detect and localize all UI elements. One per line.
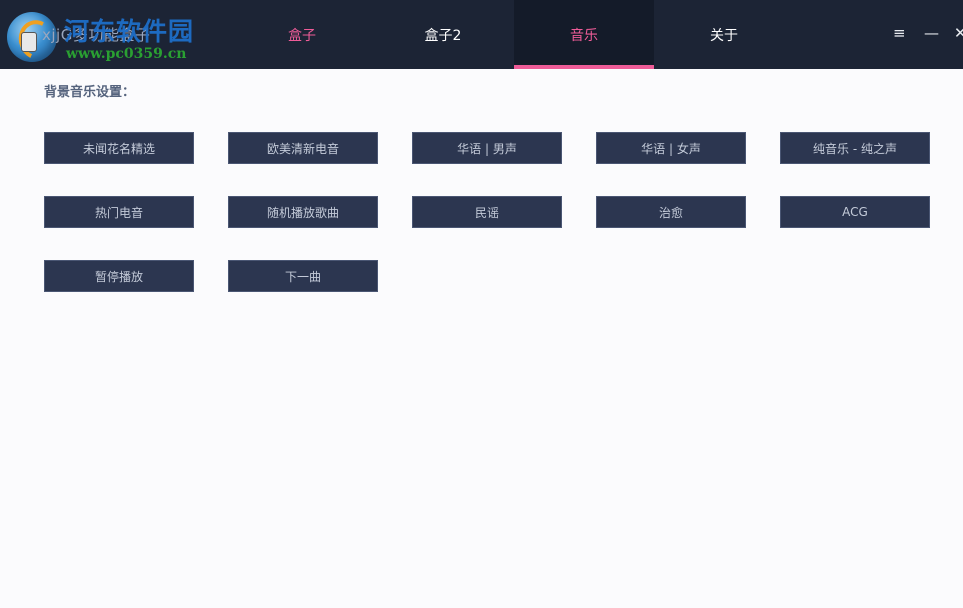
- tab-box2[interactable]: 盒子2: [424, 27, 462, 44]
- menu-icon[interactable]: ≡: [893, 24, 906, 42]
- close-icon[interactable]: ✕: [954, 24, 963, 42]
- app-logo-area: xjjG多功能盒子 河东软件园 www.pc0359.cn: [0, 0, 230, 69]
- minimize-icon[interactable]: —: [924, 24, 939, 42]
- music-btn-acg[interactable]: ACG: [780, 196, 930, 228]
- music-btn-folk[interactable]: 民谣: [412, 196, 562, 228]
- tab-box[interactable]: 盒子: [288, 27, 316, 44]
- watermark-url: www.pc0359.cn: [66, 46, 187, 62]
- music-btn-pause[interactable]: 暂停播放: [44, 260, 194, 292]
- app-title: xjjG多功能盒子: [42, 26, 151, 44]
- music-btn-next[interactable]: 下一曲: [228, 260, 378, 292]
- app-logo-icon: [7, 12, 61, 65]
- music-btn-oumei-edm[interactable]: 欧美清新电音: [228, 132, 378, 164]
- music-btn-hot-edm[interactable]: 热门电音: [44, 196, 194, 228]
- watermark-title: 河东软件园: [64, 17, 195, 46]
- tab-music[interactable]: 音乐: [514, 0, 654, 69]
- tab-about[interactable]: 关于: [710, 27, 738, 44]
- section-label-bgm: 背景音乐设置：: [44, 85, 136, 100]
- music-btn-healing[interactable]: 治愈: [596, 196, 746, 228]
- music-btn-chinese-female[interactable]: 华语 | 女声: [596, 132, 746, 164]
- title-bar: xjjG多功能盒子 河东软件园 www.pc0359.cn 盒子 盒子2 音乐 …: [0, 0, 963, 69]
- music-btn-weiwenhuaming[interactable]: 未闻花名精选: [44, 132, 194, 164]
- music-btn-random[interactable]: 随机播放歌曲: [228, 196, 378, 228]
- music-btn-pure-music[interactable]: 纯音乐 - 纯之声: [780, 132, 930, 164]
- music-btn-chinese-male[interactable]: 华语 | 男声: [412, 132, 562, 164]
